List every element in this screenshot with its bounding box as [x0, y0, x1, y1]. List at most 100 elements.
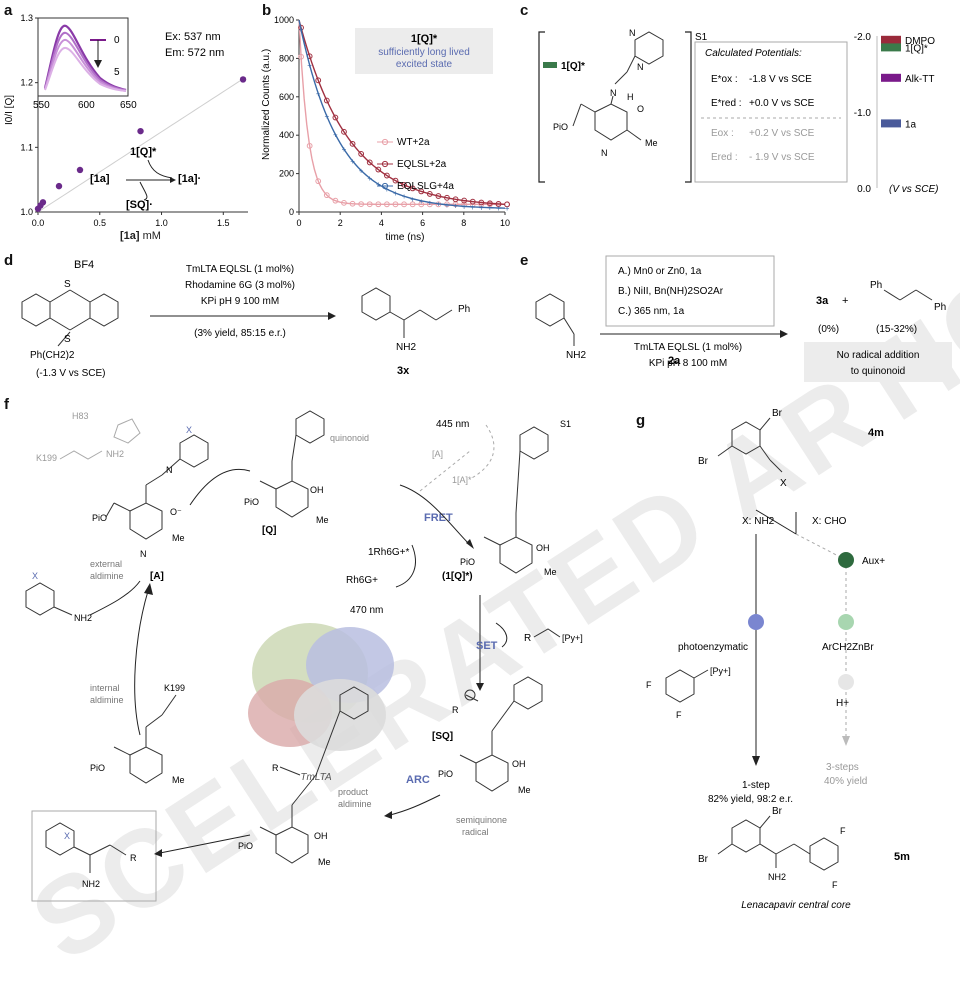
b-marker: [366, 201, 373, 208]
panel-a-ylabel: I0/I [Q]: [4, 95, 15, 125]
pio-int: PiO: [90, 763, 105, 773]
nm445: 445 nm: [436, 419, 469, 430]
panel-d-letter: d: [4, 252, 14, 269]
oh-sq: OH: [512, 759, 526, 769]
e-cond-2: KPi pH 8 100 mM: [649, 358, 727, 369]
b-legend-label: WT+2a: [397, 137, 430, 148]
options-box: [605, 255, 775, 327]
b-marker: [306, 142, 313, 149]
b-marker: [315, 77, 322, 84]
box-line-2: excited state: [396, 59, 453, 70]
oh-prod: OH: [314, 831, 328, 841]
d-cond-1: TmLTA EQLSL (1 mol%): [186, 264, 294, 275]
b-marker: [495, 200, 502, 207]
r-prod: R: [272, 763, 279, 773]
q-label: [Q]: [262, 525, 276, 536]
note-1: No radical addition: [837, 350, 920, 361]
b-marker: [401, 181, 407, 188]
panel-c-figure: S1 1[Q]* N N N H O PiO N Me Calculated P…: [538, 28, 938, 195]
plus: +: [842, 295, 848, 307]
b-marker: [375, 166, 382, 173]
b-marker: [478, 199, 485, 206]
q-excited-label: 1[Q]*: [130, 146, 157, 158]
step-3: 3-steps: [826, 762, 859, 773]
ph-left: Ph: [870, 280, 882, 291]
enzyme-structure: [248, 623, 394, 751]
b-marker: [461, 197, 468, 204]
potentials-box: [694, 41, 848, 183]
rh-label: Rh6G+: [346, 575, 378, 586]
label-3x: 3x: [397, 365, 410, 377]
ext-1: external: [90, 559, 122, 569]
s-bottom: S: [64, 334, 71, 345]
b-y-tick: 800: [279, 53, 294, 63]
b-marker: [401, 201, 407, 208]
prod-2: aldimine: [338, 799, 372, 809]
nh-ext: N: [140, 549, 147, 559]
n-ext: N: [166, 465, 173, 475]
b-marker: +: [324, 112, 329, 121]
py-label-f: [Py+]: [562, 633, 583, 643]
b-marker: [504, 201, 510, 208]
option-a: A.) Mn0 or Zn0, 1a: [618, 266, 702, 277]
panel-e-letter: e: [520, 252, 529, 269]
panel-g-scheme: Br Br X 4m X: NH2 X: CHO Aux+ ArCH2ZnBr …: [646, 408, 910, 911]
atom-n1: N: [629, 28, 636, 38]
me-int: Me: [172, 775, 185, 785]
e4-label: Ered :: [711, 152, 738, 163]
b-marker: +: [299, 26, 304, 35]
b-marker: [366, 159, 373, 166]
r-reagent: R: [524, 633, 531, 644]
set-label: SET: [476, 640, 498, 652]
b-marker: [358, 151, 365, 157]
bf4-label: BF4: [74, 259, 94, 271]
x-4m: X: [780, 478, 787, 489]
r-released: R: [130, 853, 137, 863]
b-marker: +: [427, 198, 432, 207]
x-ext: X: [186, 425, 192, 435]
d-cond-3: KPi pH 9 100 mM: [201, 296, 279, 307]
reactant-label: [1a]: [90, 173, 110, 185]
b-marker: [418, 188, 425, 195]
b-x-tick: 8: [461, 218, 466, 228]
e2-label: E*red :: [711, 98, 742, 109]
inset-tick-600: 600: [78, 100, 95, 111]
b-marker: [418, 201, 425, 208]
sm-2a: [535, 293, 575, 346]
pio-prod: PiO: [238, 841, 253, 851]
b-y-tick: 400: [279, 130, 294, 140]
c-tick: -1.0: [854, 108, 872, 119]
a-y-tick: 1.3: [20, 13, 33, 23]
sq-label: [SQ]·: [126, 199, 153, 211]
q-excited-structure: [483, 426, 549, 574]
b-marker: +: [445, 201, 450, 210]
panel-f-letter: f: [4, 396, 9, 413]
sm-4m: [717, 417, 783, 473]
b-marker: +: [462, 202, 467, 211]
pio-q: PiO: [244, 497, 259, 507]
amine-substrate: [25, 582, 73, 616]
pio-qs: PiO: [460, 557, 475, 567]
product-5m: [717, 815, 839, 871]
note-2: to quinonoid: [851, 366, 906, 377]
b-marker: [315, 178, 322, 185]
pio-sq: PiO: [438, 769, 453, 779]
product-label: [1a]·: [178, 173, 201, 185]
prod-3a: 3a: [816, 295, 829, 307]
bibenzyl: [883, 289, 933, 301]
b-x-tick: 0: [296, 218, 301, 228]
product-3x: [361, 287, 453, 338]
note-box: [804, 342, 952, 382]
f-top: F: [646, 680, 652, 690]
label-4m: 4m: [868, 427, 884, 439]
b-y-tick: 600: [279, 92, 294, 102]
b-marker: [349, 200, 356, 207]
a-bracket: [A]: [432, 449, 443, 459]
b-marker: +: [316, 89, 321, 98]
b-marker: [341, 128, 347, 135]
inset-tick-650: 650: [120, 100, 137, 111]
b-marker: +: [350, 157, 355, 166]
b-legend-label: EQLSLG+4a: [397, 181, 454, 192]
